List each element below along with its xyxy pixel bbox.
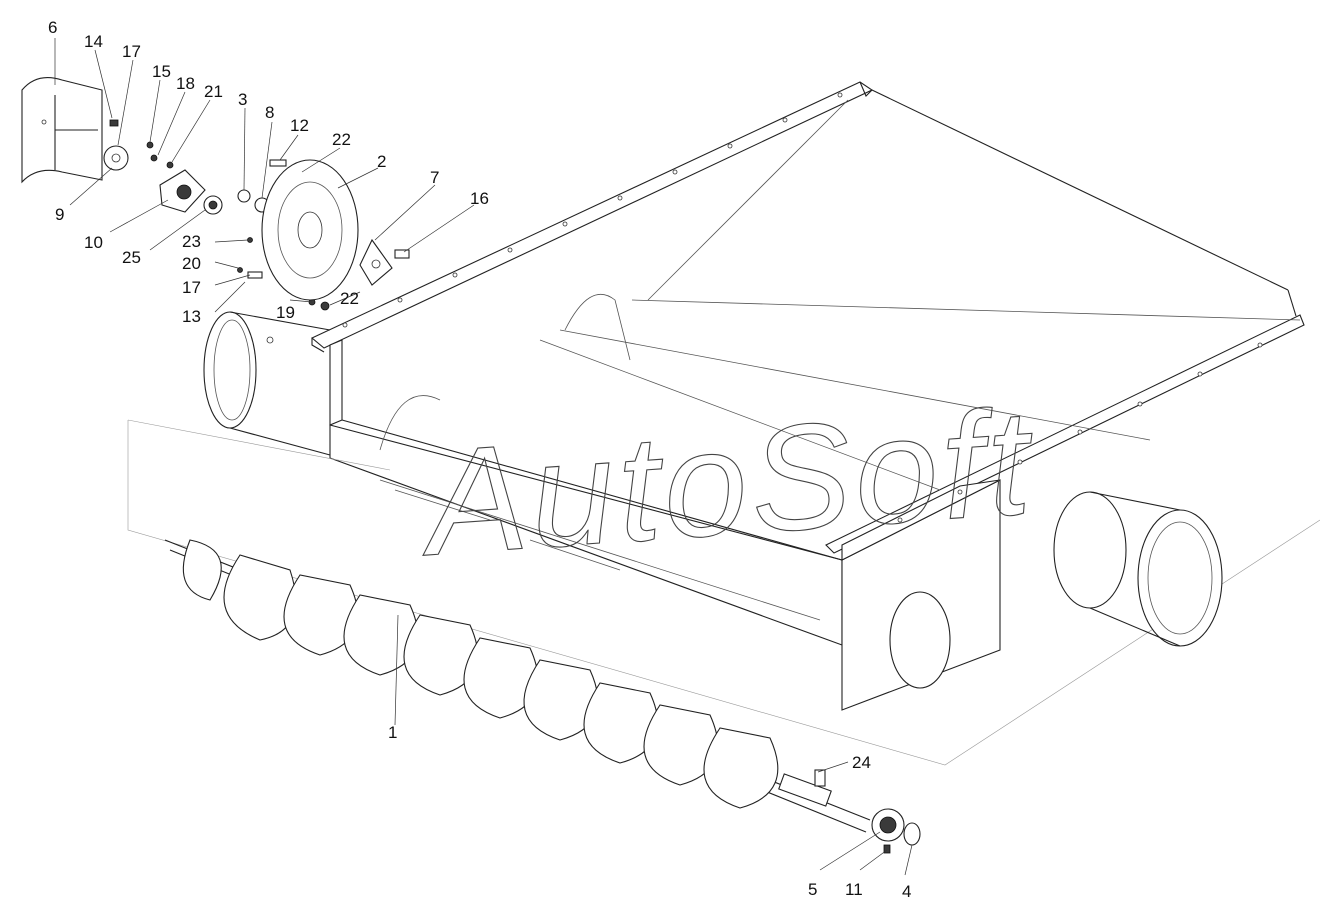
callout-25: 25 (122, 248, 141, 267)
callout-20: 20 (182, 254, 201, 273)
callout-8: 8 (265, 103, 274, 122)
callout-10: 10 (84, 233, 103, 252)
callout-19: 19 (276, 303, 295, 322)
callout-2: 2 (377, 152, 386, 171)
callout-4: 4 (902, 882, 911, 901)
leader-lines (54, 38, 913, 876)
callout-23: 23 (182, 232, 201, 251)
callout-17: 17 (122, 42, 141, 61)
callout-24: 24 (852, 753, 871, 772)
callout-13: 13 (182, 307, 201, 326)
callout-labels: 6 14 17 15 18 21 3 8 12 22 2 7 16 9 10 2… (48, 18, 911, 901)
small-parts (103, 119, 330, 311)
callout-22: 22 (332, 130, 351, 149)
callout-3: 3 (238, 90, 247, 109)
callout-6: 6 (48, 18, 57, 37)
callout-21: 21 (204, 82, 223, 101)
flange-plate (261, 159, 359, 301)
left-pipe (203, 311, 331, 456)
guard-cover (21, 77, 103, 184)
callout-9: 9 (55, 205, 64, 224)
callout-12: 12 (290, 116, 309, 135)
callout-15: 15 (152, 62, 171, 81)
rail-holes (342, 92, 1263, 523)
auger (164, 539, 871, 833)
callout-7: 7 (430, 168, 439, 187)
callout-11: 11 (845, 880, 863, 899)
callout-14: 14 (84, 32, 103, 51)
trough-frame (127, 81, 1320, 766)
callout-16: 16 (470, 189, 489, 208)
callout-5: 5 (808, 880, 817, 899)
callout-22b: 22 (340, 289, 359, 308)
callout-1: 1 (388, 723, 397, 742)
right-sprocket (871, 808, 921, 854)
right-pipe (889, 491, 1223, 689)
callout-17b: 17 (182, 278, 201, 297)
bearing-housing-right (359, 238, 410, 286)
callout-18: 18 (176, 74, 195, 93)
